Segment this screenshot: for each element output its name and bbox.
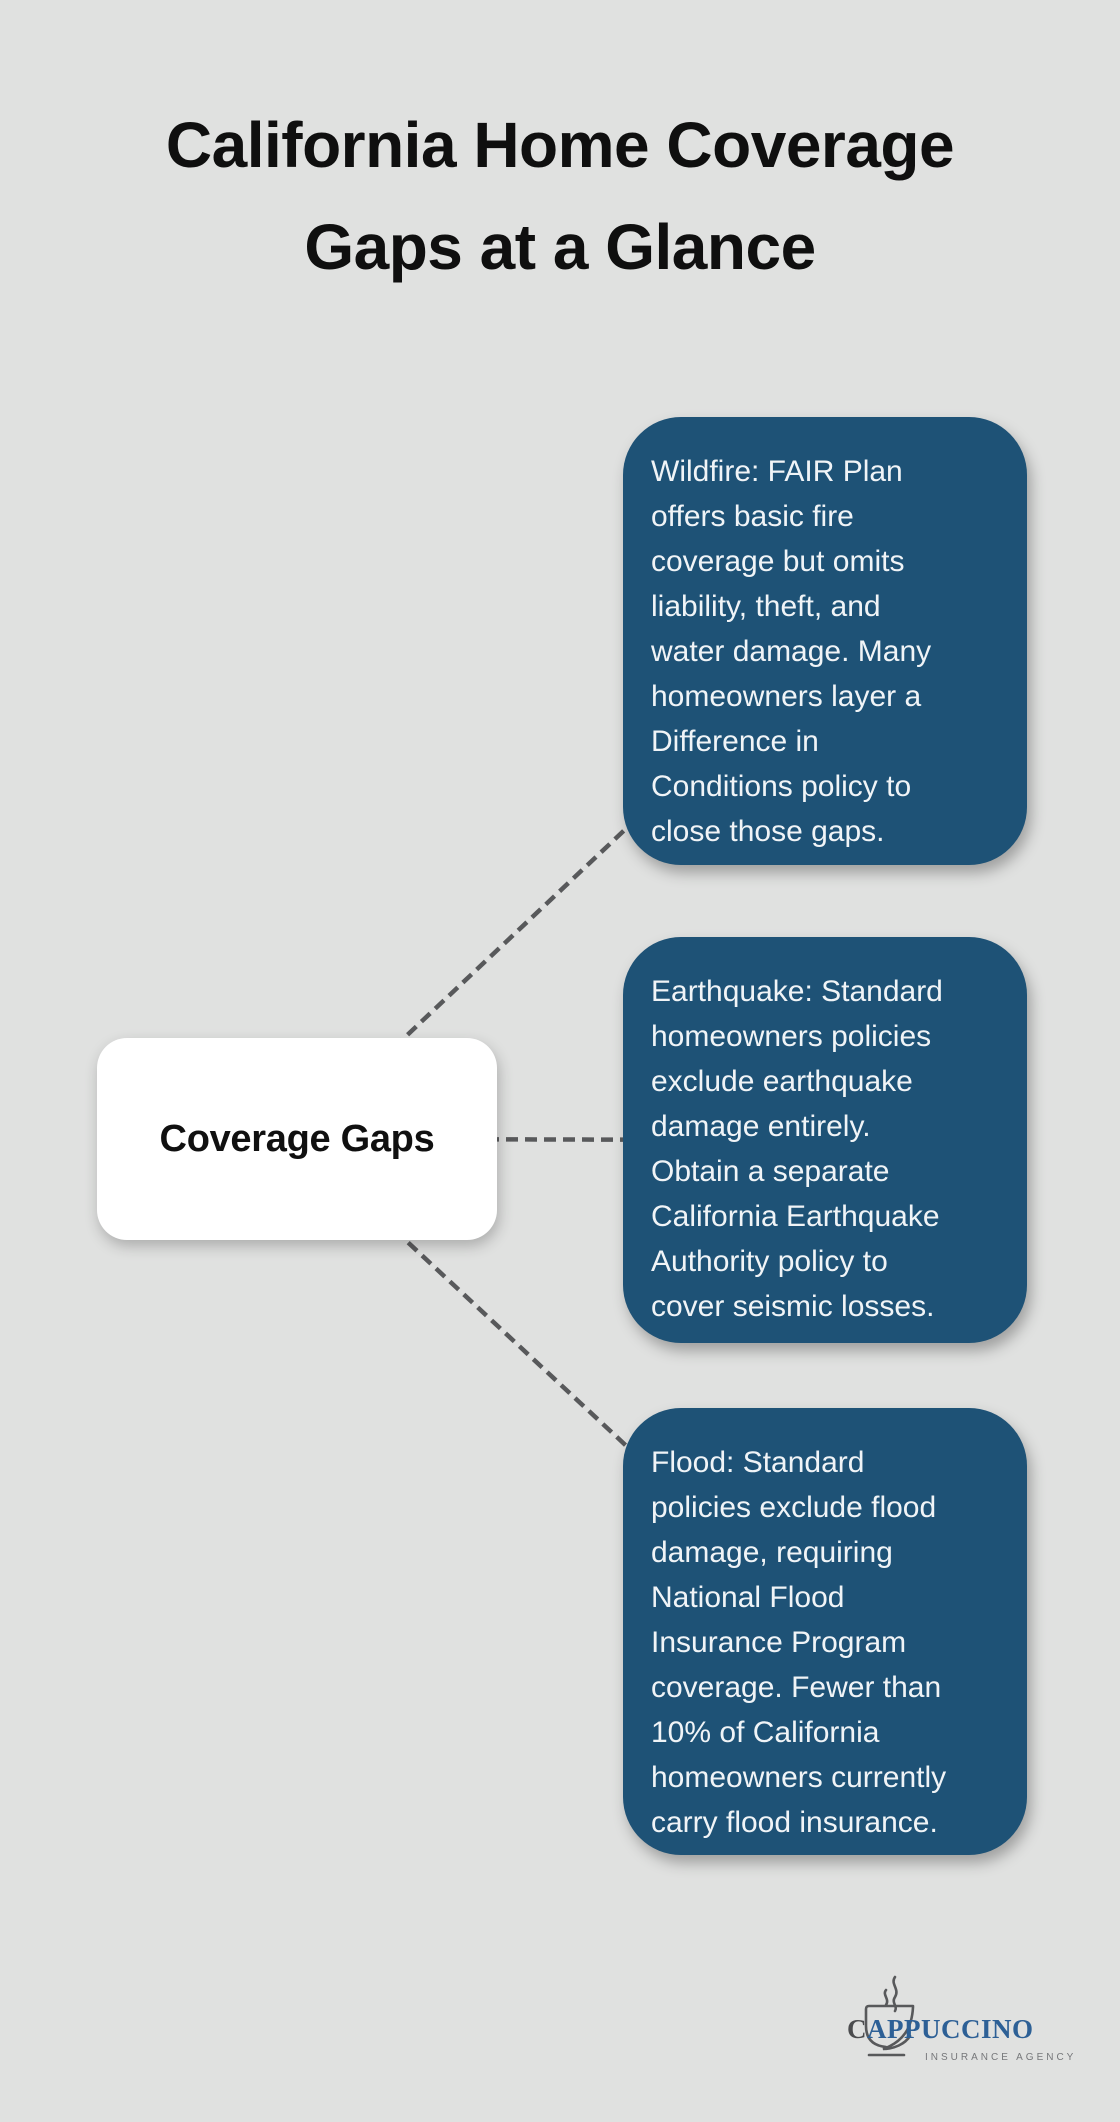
branch-box-wildfire: Wildfire: FAIR Plan offers basic fire co…: [623, 417, 1027, 865]
branch-box-flood: Flood: Standard policies exclude flood d…: [623, 1408, 1027, 1855]
logo-wordmark: CAPPUCCINO: [847, 2014, 1034, 2045]
branch-text-earthquake: Earthquake: Standard homeowners policies…: [651, 975, 943, 1323]
branch-text-flood: Flood: Standard policies exclude flood d…: [651, 1446, 947, 1839]
cappuccino-logo: CAPPUCCINO INSURANCE AGENCY: [845, 1968, 1080, 2080]
logo-tagline: INSURANCE AGENCY: [925, 2052, 1077, 2063]
center-node-label: Coverage Gaps: [159, 1117, 435, 1160]
center-node-coverage-gaps: Coverage Gaps: [97, 1038, 497, 1240]
logo-wordmark-rest: APPUCCINO: [867, 2014, 1034, 2044]
branch-box-earthquake: Earthquake: Standard homeowners policies…: [623, 937, 1027, 1343]
coffee-cup-icon: [864, 1975, 915, 2057]
branch-text-wildfire: Wildfire: FAIR Plan offers basic fire co…: [651, 455, 932, 848]
page-title: California Home Coverage Gaps at a Glanc…: [165, 109, 955, 284]
cup-body: [864, 2004, 915, 2057]
logo-wordmark-initial: C: [847, 2014, 867, 2044]
